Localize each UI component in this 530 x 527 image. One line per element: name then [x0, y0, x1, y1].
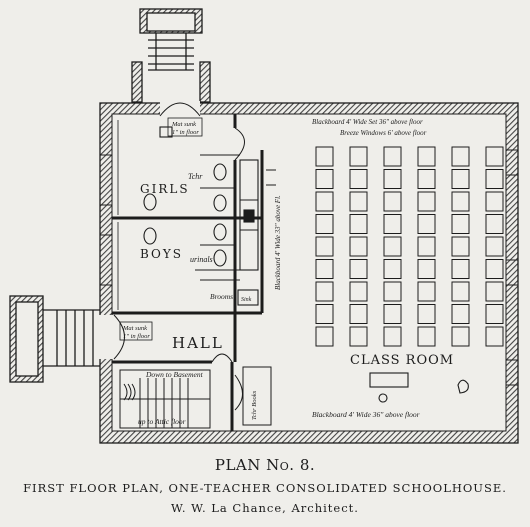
desk	[383, 191, 402, 212]
down-to-basement-label: Down to Basement	[145, 370, 204, 379]
desk	[451, 236, 470, 257]
book-cabinet	[242, 366, 272, 426]
desk	[315, 281, 334, 302]
desk	[349, 214, 368, 234]
desk	[451, 259, 470, 279]
desk	[417, 214, 436, 234]
class-room-label: CLASS ROOM	[350, 353, 454, 368]
desk	[349, 326, 368, 347]
mat-sunk-hall-label: Mat sunk 1" in floor	[119, 321, 153, 341]
desk	[451, 146, 470, 167]
hall-label: HALL	[172, 334, 224, 352]
desk	[417, 146, 436, 167]
teacher-desk	[369, 372, 469, 403]
outer-walls	[98, 101, 519, 444]
windows	[100, 102, 518, 386]
desk	[383, 304, 402, 324]
desk	[383, 214, 402, 234]
sink-label: Sink	[241, 297, 252, 303]
urinals-label: urinals	[190, 255, 213, 264]
desk	[349, 304, 368, 324]
desk	[417, 281, 436, 302]
stairs	[119, 369, 211, 429]
desk	[485, 191, 504, 212]
desk	[383, 236, 402, 257]
desk	[383, 146, 402, 167]
mat-sunk-top-label: Mat sunk 1" in floor	[167, 117, 203, 137]
breeze-windows-label: Breeze Windows 6' above floor	[340, 129, 427, 137]
desk	[383, 169, 402, 189]
plan-architect: W. W. La Chance, Architect.	[171, 501, 359, 515]
plan-subtitle: FIRST FLOOR PLAN, ONE-TEACHER CONSOLIDAT…	[23, 481, 507, 495]
desk	[417, 326, 436, 347]
plan-title: PLAN No. 8.	[214, 456, 316, 474]
desk	[485, 169, 504, 189]
desk	[315, 146, 334, 167]
svg-text:1" in floor: 1" in floor	[123, 333, 150, 340]
desk	[383, 281, 402, 302]
desk	[451, 214, 470, 234]
svg-text:Mat sunk: Mat sunk	[122, 325, 147, 332]
desk	[451, 326, 470, 347]
desk	[485, 214, 504, 234]
boys-label: BOYS	[140, 247, 183, 261]
desk	[451, 304, 470, 324]
floor-plan: Mat sunk 1" in floor Tchr GIRLS BOYS uri…	[9, 8, 519, 444]
desk	[485, 146, 504, 167]
girls-label: GIRLS	[140, 182, 190, 196]
desk	[451, 191, 470, 212]
desk	[417, 191, 436, 212]
desk	[451, 169, 470, 189]
desk	[417, 259, 436, 279]
tchr-books-label: Tchr Books	[251, 390, 258, 420]
blackboard-bottom-label: Blackboard 4' Wide 36" above floor	[312, 410, 420, 419]
front-porch	[9, 295, 100, 383]
desk	[315, 214, 334, 234]
desk	[485, 236, 504, 257]
desk	[349, 259, 368, 279]
desk	[315, 236, 334, 257]
svg-text:1" in floor: 1" in floor	[172, 129, 199, 136]
desk	[485, 259, 504, 279]
desk	[417, 304, 436, 324]
tchr-top-label: Tchr	[188, 172, 203, 181]
pipes	[120, 169, 276, 219]
desk	[315, 259, 334, 279]
desk	[349, 169, 368, 189]
desk	[315, 169, 334, 189]
desk	[349, 146, 368, 167]
desk	[485, 304, 504, 324]
svg-text:Mat sunk: Mat sunk	[171, 121, 196, 128]
desk	[349, 281, 368, 302]
desk	[315, 191, 334, 212]
brooms-label: Brooms	[210, 292, 233, 301]
blackboard-top-label: Blackboard 4' Wide Set 36" above floor	[312, 118, 423, 126]
desk	[383, 326, 402, 347]
student-desks	[315, 146, 504, 347]
desk	[485, 281, 504, 302]
desk	[451, 281, 470, 302]
desk	[417, 236, 436, 257]
desk	[383, 259, 402, 279]
desk	[315, 326, 334, 347]
rear-porch	[131, 8, 211, 103]
desk	[349, 236, 368, 257]
blackboard-vertical-label: Blackboard 4' Wide 33" above Fl.	[274, 195, 282, 290]
toilet-stalls	[143, 126, 259, 306]
desk	[485, 326, 504, 347]
desk	[315, 304, 334, 324]
desk	[417, 169, 436, 189]
up-to-attic-label: up to Attic floor	[138, 417, 186, 426]
desk	[349, 191, 368, 212]
